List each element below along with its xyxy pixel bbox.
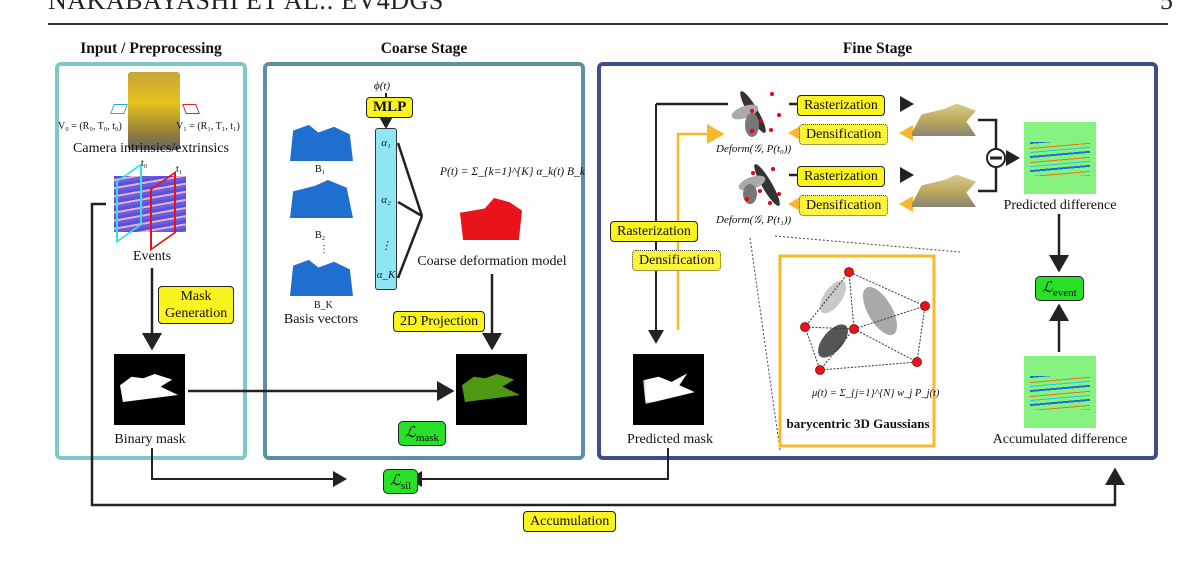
header-rule xyxy=(48,23,1168,25)
coarse-model-label: Coarse deformation model xyxy=(417,254,567,269)
loss-event-sub: event xyxy=(1052,287,1077,299)
coarse-formula: P(t) = Σ_{k=1}^{K} α_k(t) B_k xyxy=(440,166,585,178)
section-title-fine: Fine Stage xyxy=(842,40,913,57)
gaussians-t1 xyxy=(738,164,781,206)
arrow-predmask-to-lsil xyxy=(408,448,669,487)
predicted-difference-image xyxy=(1024,122,1096,194)
inset-box xyxy=(778,254,936,448)
rasterization-t0-label: Rasterization xyxy=(797,95,885,116)
densification-t1-label: Densification xyxy=(799,195,889,216)
projected-mask-image xyxy=(456,354,527,425)
section-title-input: Input / Preprocessing xyxy=(80,40,222,57)
coarse-panel xyxy=(263,62,585,460)
binary-mask-image xyxy=(114,354,185,425)
predicted-mask-image xyxy=(633,354,704,425)
camera-v1-label: V₁ = (R₁, T₁, t₁) xyxy=(176,121,240,132)
alpha-k: α_K xyxy=(376,269,396,281)
alpha-dots: ⋮ xyxy=(380,240,392,252)
densification-main-label: Densification xyxy=(632,250,722,271)
basis-b1-label: B₁ xyxy=(315,164,326,175)
events-plot xyxy=(114,176,186,232)
binary-mask-label: Binary mask xyxy=(114,432,186,447)
2d-projection-label: 2D Projection xyxy=(393,311,486,332)
alpha-1: α₁ xyxy=(381,137,391,149)
basis-b2-label: B₂ xyxy=(315,230,326,241)
alpha-2: α₂ xyxy=(381,194,391,206)
accumulated-difference-image xyxy=(1024,356,1096,428)
basis-dots: ⋮ xyxy=(319,244,329,255)
t1-label: t₁ xyxy=(176,164,183,175)
loss-mask-sub: mask xyxy=(415,432,440,444)
alpha-vector: α₁ α₂ ⋮ α_K xyxy=(375,128,397,290)
barycentric-graph xyxy=(800,267,930,375)
camera-v0-label: V₀ = (R₀, T₀, t₀) xyxy=(58,121,122,132)
predicted-difference-label: Predicted difference xyxy=(1003,198,1117,213)
loss-event-badge: ℒevent xyxy=(1035,276,1084,301)
page-number: 5 xyxy=(1160,0,1173,15)
barycentric-label: barycentric 3D Gaussians xyxy=(786,416,930,431)
arrow-binary-to-lsil xyxy=(151,448,347,487)
accumulation-line xyxy=(90,202,1125,507)
loss-sil-symbol: ℒ xyxy=(390,473,401,489)
deform-t1-label: Deform(𝒢, P(t₁)) xyxy=(716,214,792,226)
loss-event-symbol: ℒ xyxy=(1042,280,1053,296)
loss-mask-symbol: ℒ xyxy=(405,425,416,441)
running-title: NAKABAYASHI ET AL.: EV4DGS xyxy=(48,0,444,15)
gaussians-t0 xyxy=(731,91,781,137)
events-label: Events xyxy=(132,249,172,264)
mu-formula: μ(t) = Σ_{j=1}^{N} w_j P_j(t) xyxy=(812,388,940,399)
rasterization-main-label: Rasterization xyxy=(610,221,698,242)
accumulation-label: Accumulation xyxy=(523,511,617,532)
mask-generation-label: Mask Generation xyxy=(158,286,234,324)
mlp-label: MLP xyxy=(366,97,414,118)
camera-intrinsics-label: Camera intrinsics/extrinsics xyxy=(73,141,229,156)
basis-vectors-label: Basis vectors xyxy=(283,312,359,327)
section-title-coarse: Coarse Stage xyxy=(380,40,468,57)
loss-sil-sub: sil xyxy=(400,480,412,492)
excavator-camera-photo xyxy=(128,72,180,150)
fine-panel xyxy=(597,62,1158,460)
loss-mask-badge: ℒmask xyxy=(398,421,447,446)
accumulated-difference-label: Accumulated difference xyxy=(992,432,1128,447)
densification-t0-label: Densification xyxy=(799,124,889,145)
basis-bk-label: B_K xyxy=(314,300,333,311)
phi-label: ϕ(t) xyxy=(374,80,391,92)
deform-t0-label: Deform(𝒢, P(t₀)) xyxy=(716,143,792,155)
predicted-mask-label: Predicted mask xyxy=(627,432,713,447)
rasterization-t1-label: Rasterization xyxy=(797,166,885,187)
loss-sil-badge: ℒsil xyxy=(383,469,419,494)
t0-label: t₀ xyxy=(141,158,148,169)
